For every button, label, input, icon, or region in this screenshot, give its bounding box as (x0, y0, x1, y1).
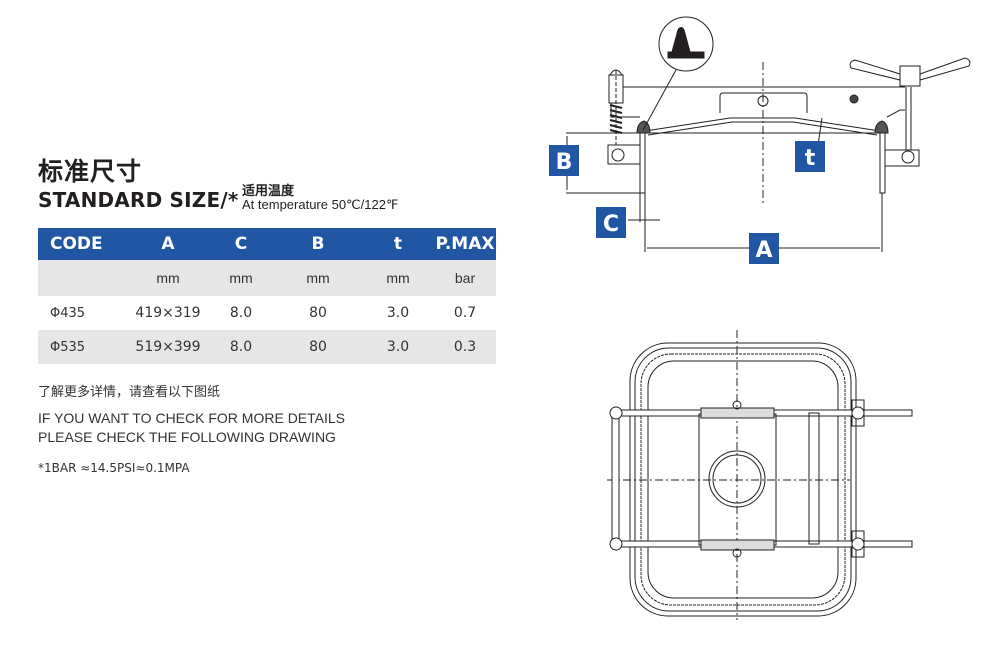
cell-t: 3.0 (386, 305, 410, 321)
temperature-label-english: At temperature 50℃/122℉ (242, 197, 399, 212)
cell-b: 80 (309, 305, 327, 321)
unit-cell: mm (362, 260, 434, 296)
unit-cell (38, 260, 128, 296)
cell-b: 80 (274, 330, 362, 364)
standard-size-table: CODE A C B t P.MAX mm mm mm mm bar Φ435 … (38, 228, 496, 364)
cell-code: Φ535 (38, 330, 128, 364)
column-header-c: C (208, 228, 274, 260)
column-header-code: CODE (38, 228, 128, 260)
cell-c: 8.0 (208, 330, 274, 364)
temperature-label-chinese: 适用温度 (242, 184, 295, 199)
units-row: mm mm mm mm bar (38, 260, 496, 296)
column-header-t: t (362, 228, 434, 260)
svg-text:B: B (556, 150, 573, 175)
dimension-label-t: t (795, 141, 825, 172)
title-chinese: 标准尺寸 (38, 157, 143, 186)
note-english-line1: IF YOU WANT TO CHECK FOR MORE DETAILS (38, 410, 346, 426)
unit-cell: mm (128, 260, 208, 296)
top-view-drawing (607, 330, 913, 620)
table-header-row: CODE A C B t P.MAX (38, 228, 496, 260)
column-header-b: B (274, 228, 362, 260)
svg-text:A: A (755, 238, 772, 263)
side-view-drawing (566, 16, 971, 252)
cell-code: Φ435 (50, 305, 86, 321)
dimension-label-c: C (596, 207, 626, 238)
cell-a: 419×319 (135, 305, 201, 321)
unit-cell: mm (208, 260, 274, 296)
dimension-label-a: A (749, 233, 779, 264)
cell-c: 8.0 (229, 305, 253, 321)
svg-text:t: t (805, 146, 816, 171)
unit-cell: bar (434, 260, 496, 296)
cell-pmax: 0.7 (453, 305, 477, 321)
table-row: Φ435 419×319 8.0 80 3.0 0.7 (38, 296, 496, 330)
note-english-line2: PLEASE CHECK THE FOLLOWING DRAWING (38, 429, 336, 445)
dimension-label-b: B (549, 145, 579, 176)
note-chinese: 了解更多详情，请查看以下图纸 (38, 385, 221, 400)
column-header-pmax: P.MAX (434, 228, 496, 260)
cell-a: 519×399 (128, 330, 208, 364)
cell-pmax: 0.3 (434, 330, 496, 364)
table-row: Φ535 519×399 8.0 80 3.0 0.3 (38, 330, 496, 364)
pressure-footnote: *1BAR ≈14.5PSI≈0.1MPA (38, 461, 190, 475)
title-english: STANDARD SIZE/* (38, 188, 239, 212)
column-header-a: A (128, 228, 208, 260)
unit-cell: mm (274, 260, 362, 296)
svg-text:C: C (603, 212, 619, 237)
cell-t: 3.0 (362, 330, 434, 364)
